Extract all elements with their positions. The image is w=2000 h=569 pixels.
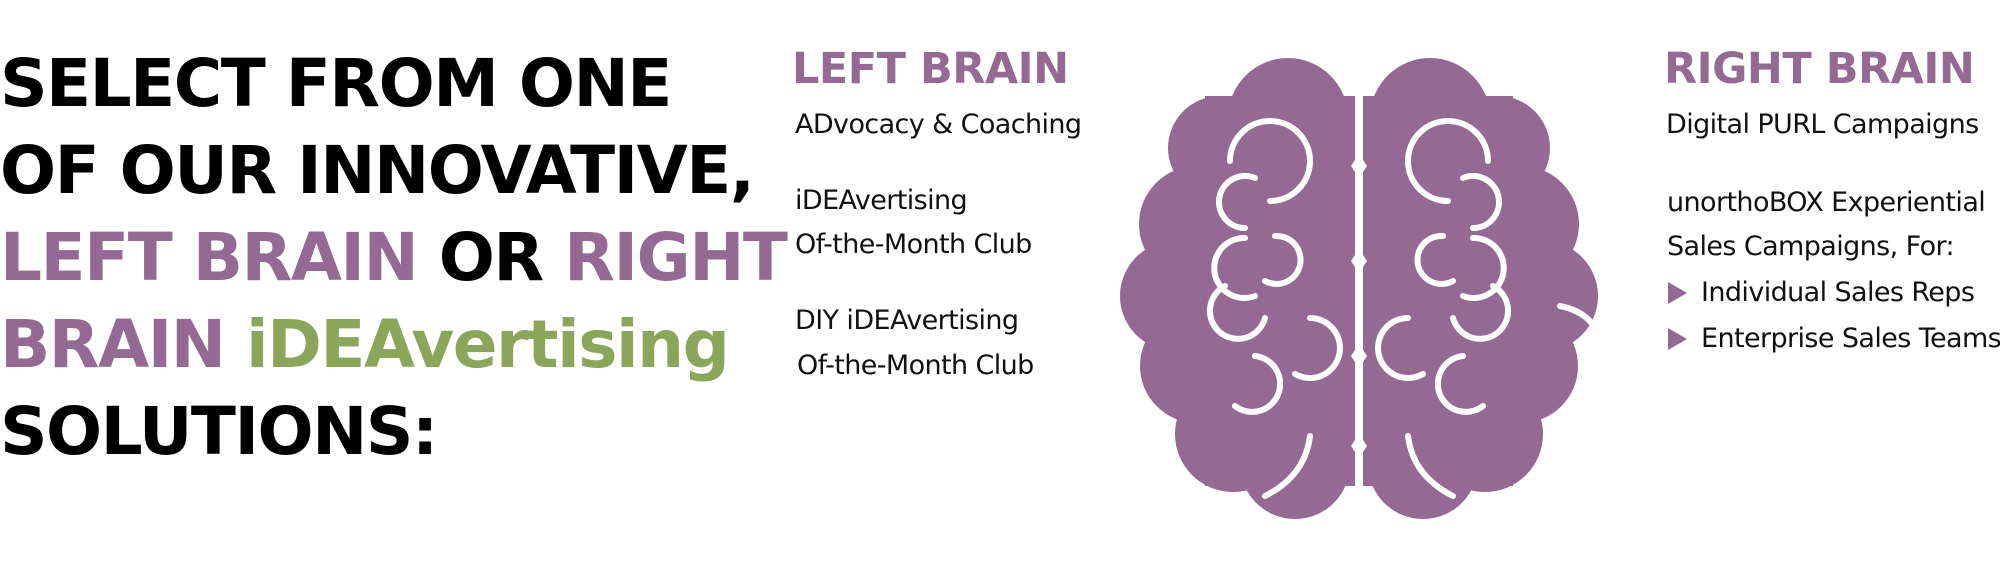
headline-line-3: LEFT BRAIN OR RIGHT — [0, 214, 788, 301]
right-brain-column: RIGHT BRAIN Digital PURL Campaigns unort… — [1664, 44, 2000, 354]
right-item-unorthobox-line2: Sales Campaigns, For: — [1667, 231, 1955, 262]
right-item-unorthobox-line1: unorthoBOX Experiential — [1667, 187, 1986, 218]
bullet-label-enterprise: Enterprise Sales Teams — [1701, 323, 2000, 354]
bullet-label-individual: Individual Sales Reps — [1701, 277, 1975, 308]
headline-line-2: OF OUR INNOVATIVE, — [0, 132, 755, 209]
bullet-item-enterprise: Enterprise Sales Teams — [1668, 316, 2000, 361]
left-item-ideavertising-line2: Of-the-Month Club — [795, 229, 1032, 260]
left-item-advocacy: ADvocacy & Coaching — [795, 109, 1082, 140]
left-brain-column: LEFT BRAIN ADvocacy & Coaching iDEAverti… — [792, 44, 1122, 381]
left-brain-title: LEFT BRAIN — [792, 44, 1069, 94]
triangle-right-icon — [1668, 327, 1687, 350]
right-brain-title: RIGHT BRAIN — [1664, 44, 1975, 94]
headline-line-4: BRAIN iDEAvertising — [0, 301, 760, 388]
right-item-digital-purl: Digital PURL Campaigns — [1666, 109, 1979, 140]
triangle-right-icon — [1668, 281, 1687, 304]
headline-or: OR — [438, 219, 544, 296]
headline-ideavertising: iDEAvertising — [245, 306, 730, 383]
headline-brain: BRAIN — [0, 306, 226, 383]
headline-line-1: SELECT FROM ONE — [0, 45, 672, 122]
headline: SELECT FROM ONE OF OUR INNOVATIVE, LEFT … — [0, 40, 788, 475]
left-item-diy-line2: Of-the-Month Club — [797, 350, 1034, 381]
bullet-item-individual: Individual Sales Reps — [1668, 270, 1975, 315]
headline-left-brain: LEFT BRAIN — [0, 219, 419, 296]
left-item-diy-line1: DIY iDEAvertising — [795, 305, 1019, 336]
brain-icon — [1105, 56, 1613, 526]
headline-right: RIGHT — [564, 219, 788, 296]
left-item-ideavertising-line1: iDEAvertising — [795, 185, 968, 216]
headline-line-5: SOLUTIONS: — [0, 393, 438, 470]
